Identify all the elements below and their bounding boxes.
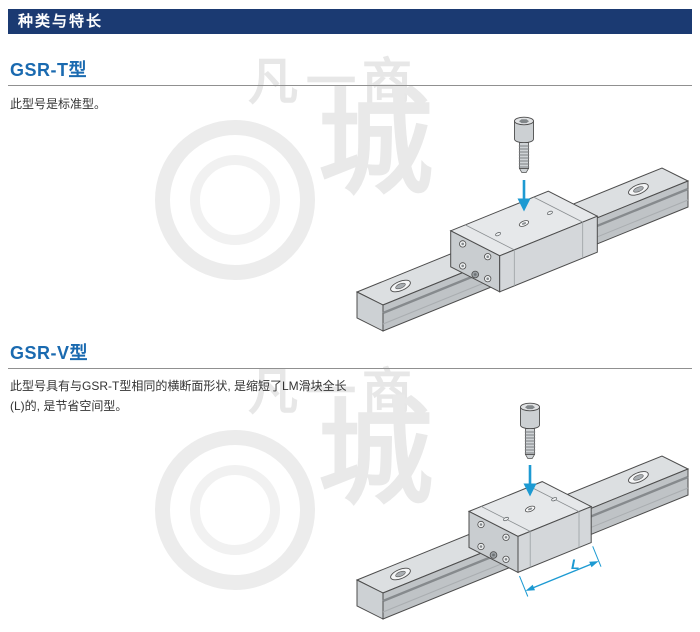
- heading-gsr-v: GSR-V型: [10, 343, 89, 363]
- watermark-ring-icon: [190, 465, 280, 555]
- rail-bolt-hole-icon: [390, 279, 411, 293]
- watermark-ring-icon: [190, 155, 280, 245]
- figure-gsr-t-assembly: [352, 84, 696, 336]
- heading-gsr-t: GSR-T型: [10, 60, 87, 80]
- lm-block-short: [467, 481, 593, 574]
- section-title-band: 种类与特长: [8, 9, 692, 34]
- hex-socket-icon: [519, 119, 529, 124]
- rail-bolt-hole-icon: [628, 183, 649, 196]
- grease-nipple-icon: [489, 551, 498, 559]
- divider: [8, 368, 692, 369]
- body-gsr-v: 此型号具有与GSR-T型相同的横断面形状, 是缩短了LM滑块全长(L)的, 是节…: [10, 379, 347, 413]
- page-title: 种类与特长: [18, 13, 104, 30]
- grease-nipple-icon: [471, 270, 479, 279]
- divider: [8, 85, 692, 86]
- hex-socket-icon: [525, 405, 535, 410]
- insert-arrow-icon: [517, 180, 531, 212]
- rail-bolt-hole-icon: [390, 567, 411, 581]
- rail-bolt-hole-icon: [628, 471, 649, 484]
- body-gsr-t: 此型号是标准型。: [10, 97, 107, 111]
- length-dimension: L: [519, 546, 602, 597]
- mounting-screw: [520, 402, 540, 459]
- insert-arrow-icon: [523, 465, 537, 497]
- dimension-label: L: [571, 556, 580, 572]
- gsr-v-assembly-drawing: L: [355, 402, 690, 620]
- lm-block: [449, 190, 599, 293]
- gsr-t-assembly-drawing: [355, 116, 690, 332]
- mounting-screw: [514, 116, 534, 173]
- watermark-ring-icon: [155, 120, 315, 280]
- watermark-ring-icon: [155, 430, 315, 590]
- figure-gsr-v-assembly: L: [352, 372, 696, 624]
